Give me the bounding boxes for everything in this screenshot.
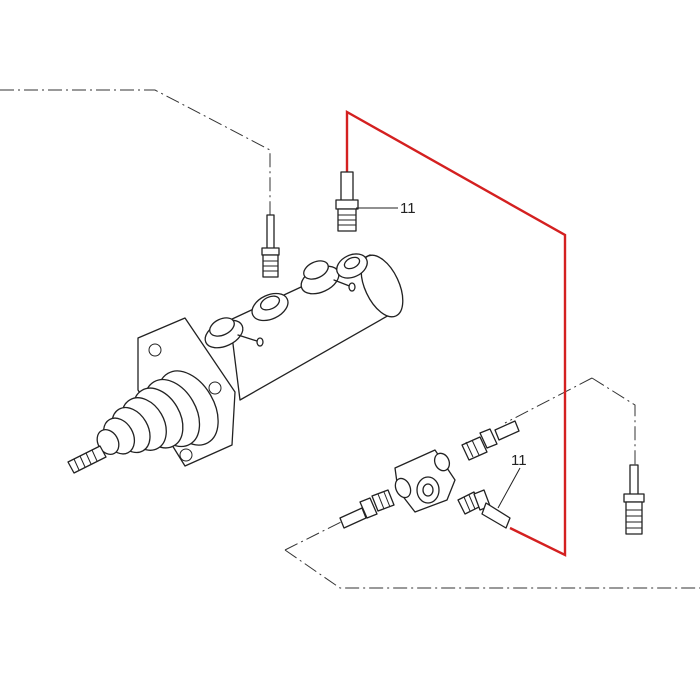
pushrod [67, 445, 107, 474]
outlet-port-1 [204, 317, 264, 349]
outlet-port-3 [300, 260, 356, 295]
outlet-port-4 [336, 253, 368, 279]
fitting-right [623, 464, 645, 535]
outlet-port-2 [251, 292, 289, 322]
leader-lines [0, 89, 700, 589]
fitting-upper-left [261, 214, 280, 278]
callout-leader-lower [497, 467, 521, 509]
highlight-outline [345, 109, 567, 557]
brake-master-cylinder [67, 253, 404, 474]
fitting-lower-left [339, 489, 395, 529]
fitting-lower-upper-right [461, 420, 520, 461]
fitting-lower-item-11 [457, 489, 511, 529]
tee-fitting [394, 449, 456, 513]
fitting-upper-center [335, 171, 398, 232]
rubber-boot [96, 370, 219, 455]
callout-label-upper: 11 [400, 200, 416, 217]
callout-label-lower: 11 [511, 452, 527, 469]
